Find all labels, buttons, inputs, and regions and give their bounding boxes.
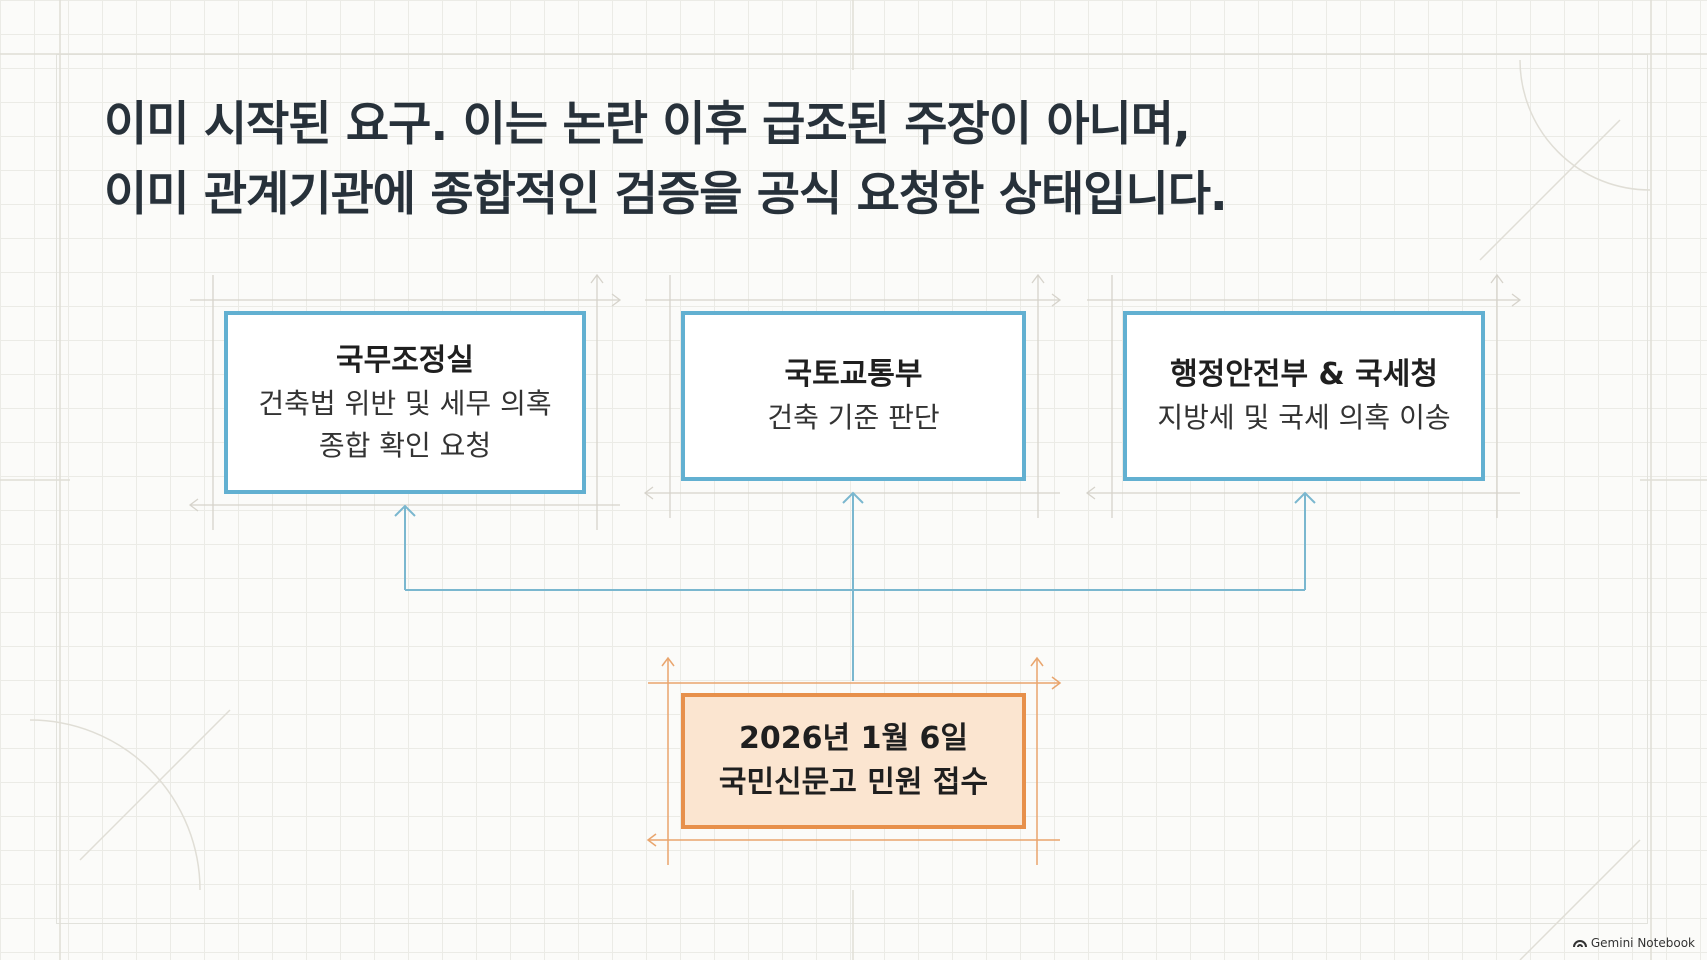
- origin-guide-lines: [646, 656, 1062, 865]
- agency-box-mois-nts: 행정안전부 & 국세청 지방세 및 국세 의혹 이송: [1123, 311, 1485, 481]
- agency-detail: 지방세 및 국세 의혹 이송: [1157, 401, 1451, 434]
- agency-detail: 건축 기준 판단: [767, 401, 940, 434]
- headline-line-1: 이미 시작된 요구. 이는 논란 이후 급조된 주장이 아니며,: [104, 97, 1191, 152]
- connector-lines: [394, 491, 1316, 681]
- arrowhead-2: [842, 491, 864, 504]
- agency-title: 국토교통부: [784, 357, 923, 392]
- agency-detail: 건축법 위반 및 세무 의혹: [258, 386, 552, 420]
- agency-detail: 종합 확인 요청: [318, 428, 492, 462]
- agency-box-molit: 국토교통부 건축 기준 판단: [681, 311, 1026, 481]
- arrowhead-1: [394, 504, 416, 517]
- brand-label: Gemini Notebook: [1590, 936, 1695, 950]
- brand-watermark: Gemini Notebook: [1572, 936, 1695, 950]
- agency-box-pmo: 국무조정실 건축법 위반 및 세무 의혹 종합 확인 요청: [224, 311, 586, 494]
- origin-date: 2026년 1월 6일: [739, 721, 968, 756]
- brand-logo-icon: [1572, 940, 1587, 948]
- origin-event: 국민신문고 민원 접수: [718, 765, 989, 800]
- arrowhead-3: [1294, 491, 1316, 504]
- headline-line-2: 이미 관계기관에 종합적인 검증을 공식 요청한 상태입니다.: [104, 167, 1228, 222]
- origin-box: 2026년 1월 6일 국민신문고 민원 접수: [681, 693, 1026, 829]
- agency-title: 국무조정실: [336, 342, 474, 378]
- agency-title: 행정안전부 & 국세청: [1170, 357, 1438, 392]
- headline: 이미 시작된 요구. 이는 논란 이후 급조된 주장이 아니며, 이미 관계기관…: [104, 90, 1604, 230]
